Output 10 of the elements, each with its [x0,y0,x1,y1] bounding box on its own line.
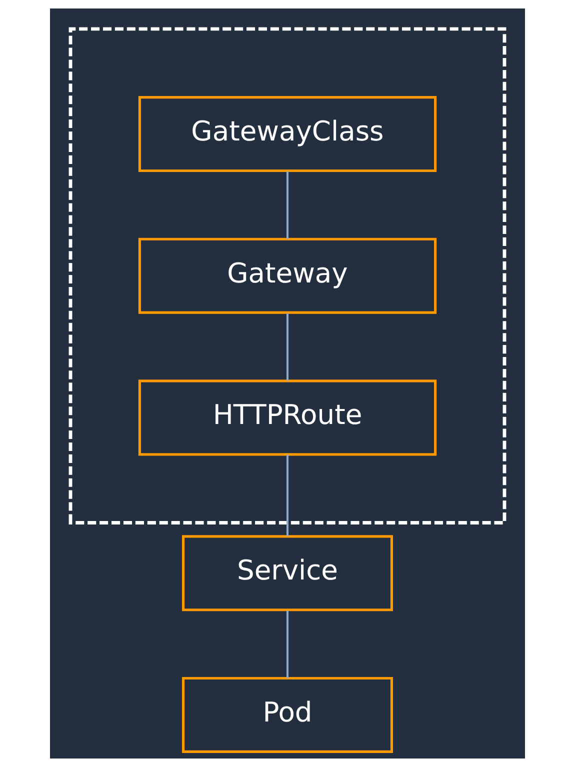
cluster [68,27,506,524]
node-box: HTTPRoute [138,380,436,456]
node-box: Gateway [138,238,436,314]
connector [286,313,288,381]
node-box: Pod [182,676,392,753]
node-box: GatewayClass [138,96,436,172]
node-box: Service [182,535,392,612]
connector [286,610,288,678]
connector [286,171,288,240]
connector [286,454,288,536]
